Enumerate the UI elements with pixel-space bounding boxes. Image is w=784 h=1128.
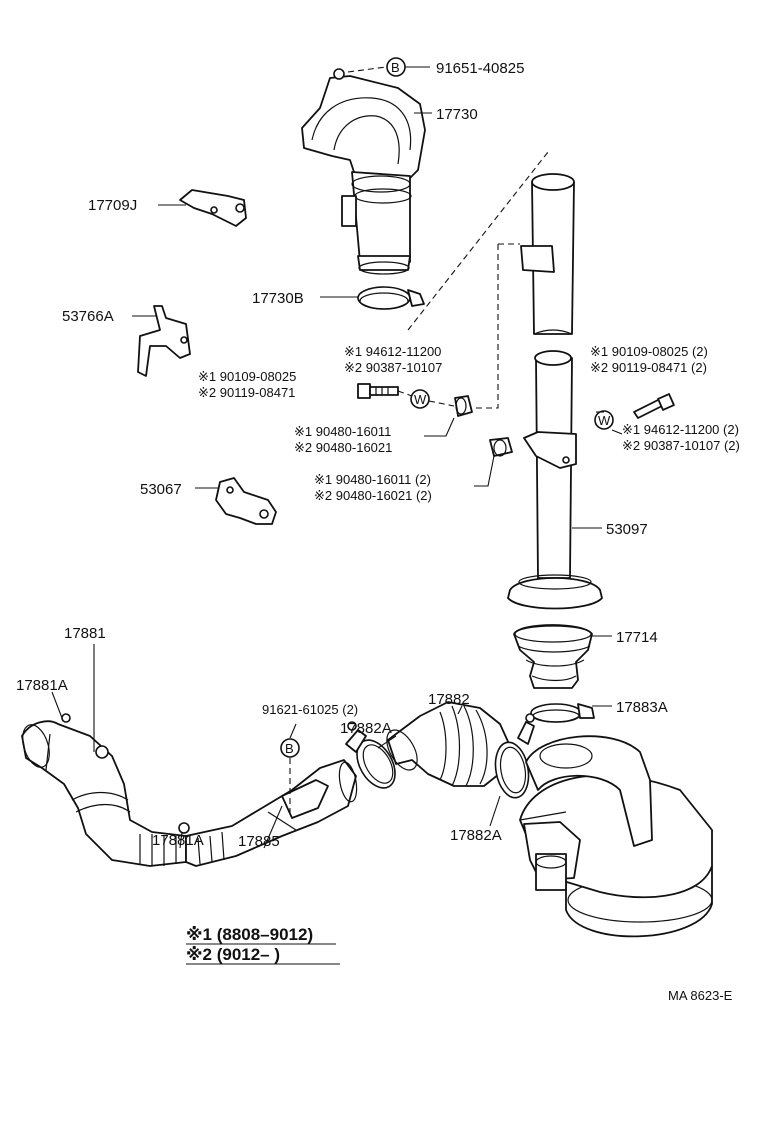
marker-w-right-text: W	[598, 413, 611, 428]
grommet-left	[454, 395, 473, 417]
marker-b-top: B	[386, 57, 406, 77]
label-53766a: 53766A	[62, 308, 114, 325]
leader-lines	[51, 66, 623, 849]
marker-w-left-text: W	[414, 392, 427, 407]
label-star1-94612: ※1 94612-11200	[344, 344, 441, 359]
label-53097: 53097	[606, 521, 648, 538]
label-right-star1-94612: ※1 94612-11200 (2)	[622, 422, 739, 437]
bolt-right	[633, 393, 675, 419]
label-17714: 17714	[616, 629, 658, 646]
label-left-star1-90480: ※1 90480-16011	[294, 424, 391, 439]
label-left-star2-90480: ※2 90480-16021	[294, 440, 392, 455]
label-17881a-top: 17881A	[16, 677, 68, 694]
label-left-star1-90109: ※1 90109-08025	[198, 369, 296, 384]
label-17709j: 17709J	[88, 197, 137, 214]
label-right-star2-90119: ※2 90119-08471 (2)	[590, 360, 707, 375]
legend: ※1 (8808–9012) ※2 (9012– )	[186, 925, 340, 965]
label-mid-star2-90480: ※2 90480-16021 (2)	[314, 488, 432, 503]
bracket-53067	[215, 477, 277, 525]
drawing-code: MA 8623-E	[668, 988, 733, 1003]
hose-17882	[386, 701, 511, 787]
boot-17714	[513, 624, 593, 689]
clamp-17882a-right	[494, 713, 535, 799]
legend-line-1: ※1 (8808–9012)	[186, 925, 313, 944]
hose-17881	[21, 713, 187, 867]
label-17881: 17881	[64, 625, 106, 642]
legend-line-2: ※2 (9012– )	[186, 945, 280, 964]
elbow-duct-17730	[301, 68, 426, 275]
label-right-star2-90387: ※2 90387-10107 (2)	[622, 438, 740, 453]
bracket-53766a	[137, 305, 191, 377]
upper-tube	[520, 173, 575, 335]
label-91621-61025: 91621-61025 (2)	[262, 702, 358, 717]
label-53067: 53067	[140, 481, 182, 498]
marker-b-bottom-text: B	[285, 741, 294, 756]
marker-w-right: W	[594, 410, 614, 430]
label-right-star1-90109: ※1 90109-08025 (2)	[590, 344, 708, 359]
label-star2-90387: ※2 90387-10107	[344, 360, 442, 375]
label-left-star2-90119: ※2 90119-08471	[198, 385, 295, 400]
marker-b-bottom: B	[280, 738, 300, 758]
grommet-mid	[489, 437, 513, 457]
marker-b-top-text: B	[391, 60, 400, 75]
label-17883a: 17883A	[616, 699, 668, 716]
label-17730: 17730	[436, 106, 478, 123]
label-91651-40825: 91651-40825	[436, 60, 524, 77]
label-mid-star1-90480: ※1 90480-16011 (2)	[314, 472, 431, 487]
duct-17885	[178, 759, 358, 867]
clamp-17883a	[530, 703, 595, 723]
marker-w-left: W	[410, 389, 430, 409]
air-cleaner	[519, 735, 713, 938]
bolt-left	[357, 383, 399, 399]
clamp-17882a-left	[345, 721, 396, 789]
label-17882a-bottom: 17882A	[450, 827, 502, 844]
label-17885: 17885	[238, 833, 280, 850]
tube-53097	[507, 350, 603, 610]
label-17730b: 17730B	[252, 290, 304, 307]
label-17882: 17882	[428, 691, 470, 708]
label-17882a-top: 17882A	[340, 720, 392, 737]
clamp-17730b	[357, 286, 425, 310]
label-17881a-mid: 17881A	[152, 832, 204, 849]
bracket-17709j	[179, 189, 247, 227]
